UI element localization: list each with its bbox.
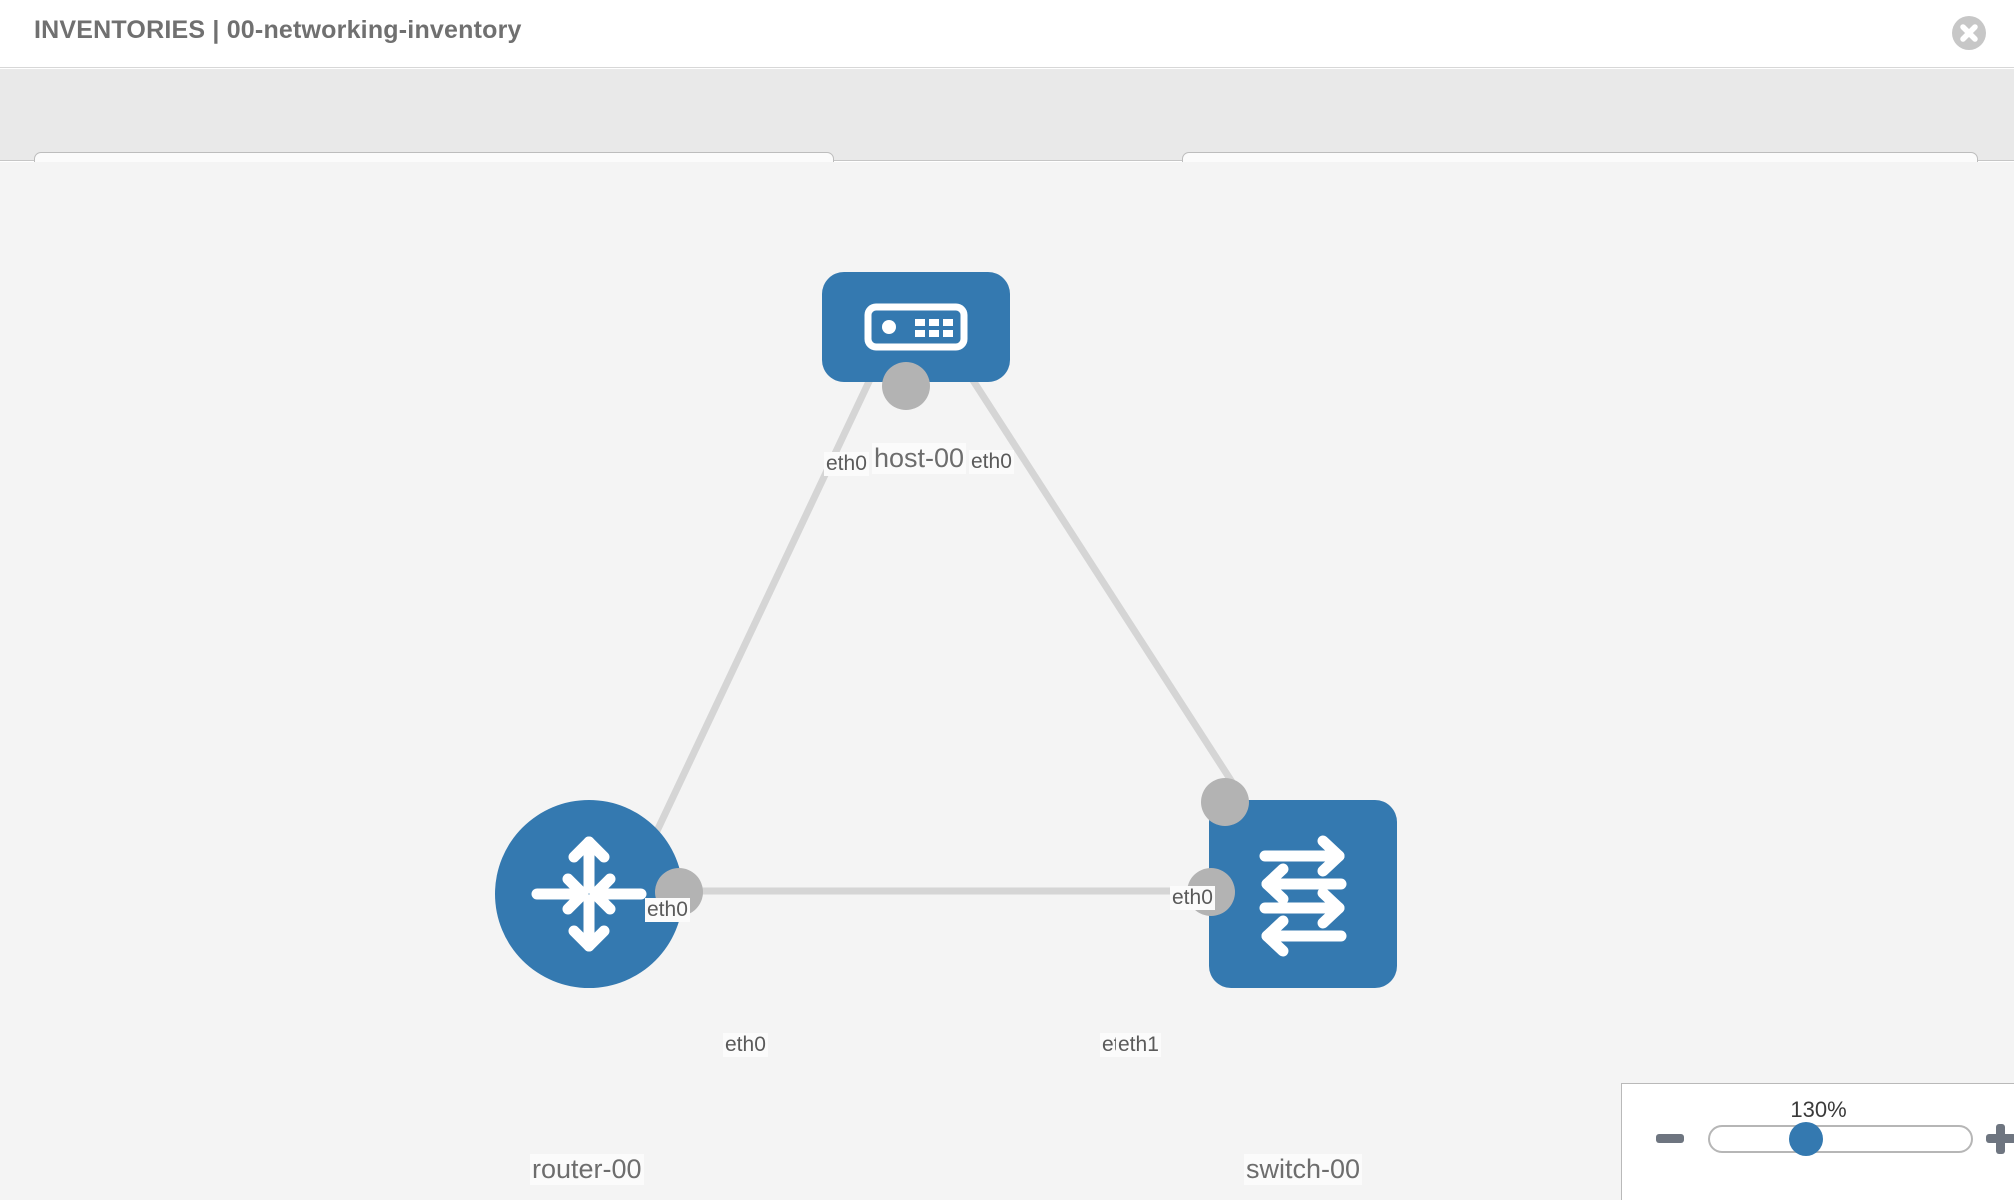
zoom-control: 130% — [1621, 1083, 2014, 1200]
switch-arrows-icon — [1259, 835, 1347, 957]
page-header: INVENTORIES | 00-networking-inventory — [0, 0, 2014, 68]
node-router-00[interactable] — [495, 800, 703, 988]
iface-label-router00-eth0: eth0 — [723, 1033, 768, 1057]
node-host-00-label: host-00 — [872, 443, 967, 474]
zoom-slider-thumb[interactable] — [1789, 1122, 1823, 1156]
node-router-00-label: router-00 — [530, 1154, 644, 1185]
topology-canvas[interactable]: host-00 — [0, 162, 2014, 1200]
node-switch-00-shape[interactable] — [1209, 800, 1397, 988]
server-icon — [864, 303, 968, 351]
iface-label-router00-uplink: eth0 — [645, 898, 690, 922]
zoom-percent-label: 130% — [1790, 1097, 1847, 1122]
node-switch-00[interactable] — [1187, 778, 1397, 988]
page-title: INVENTORIES | 00-networking-inventory — [34, 16, 522, 44]
toolbar: ACTIONS SEARCH — [0, 69, 2014, 208]
node-connector-nub — [1201, 778, 1249, 826]
iface-label-host00-right: eth0 — [969, 450, 1014, 474]
iface-label-switch00-eth1: eth1 — [1116, 1033, 1161, 1057]
four-way-arrows-icon — [531, 836, 647, 952]
link-host00-router00 — [636, 335, 894, 869]
link-host00-switch00 — [942, 335, 1235, 784]
node-host-00[interactable] — [822, 272, 1010, 460]
node-switch-00-label: switch-00 — [1244, 1154, 1363, 1185]
minus-icon[interactable] — [1656, 1134, 1684, 1143]
iface-label-switch00-uplink: eth0 — [1170, 886, 1215, 910]
node-connector-nub — [882, 362, 930, 410]
plus-icon[interactable] — [1986, 1124, 2014, 1154]
zoom-slider-track[interactable] — [1708, 1125, 1973, 1153]
iface-label-host00-left: eth0 — [824, 452, 869, 476]
close-icon[interactable] — [1952, 16, 1986, 50]
topology-links — [636, 335, 1235, 895]
node-router-00-shape[interactable] — [495, 800, 683, 988]
